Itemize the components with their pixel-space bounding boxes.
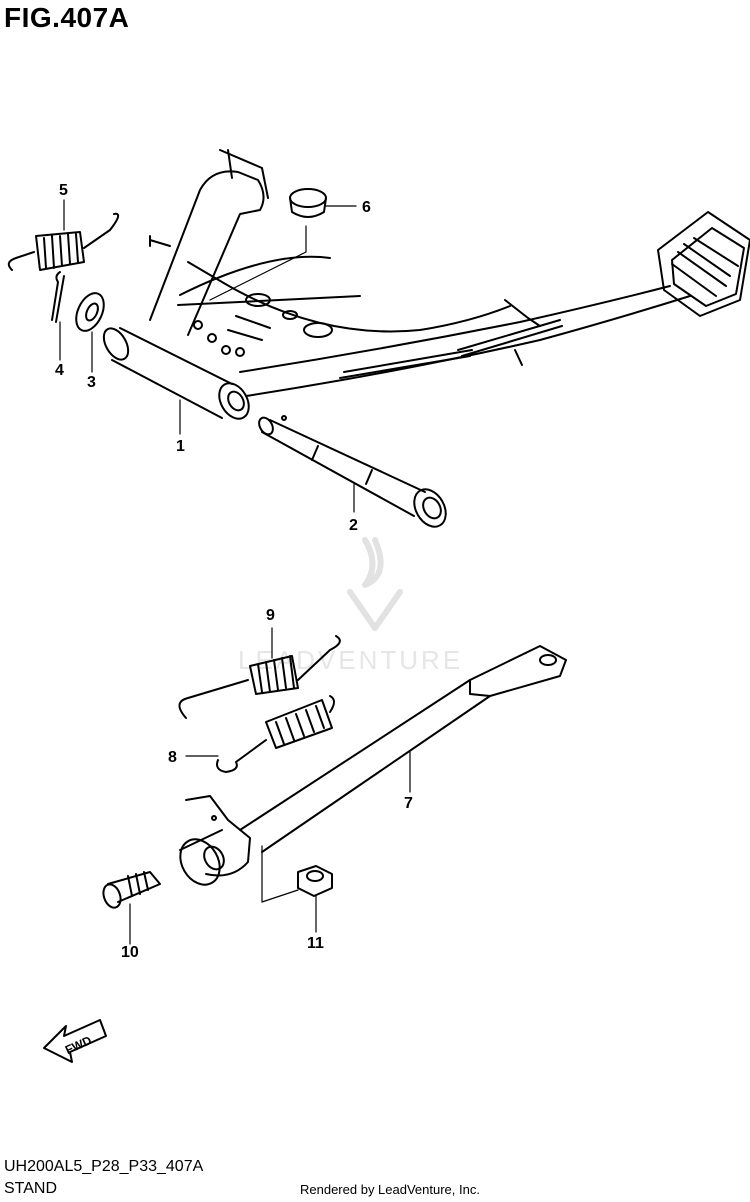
cotter-pin-part bbox=[51, 271, 65, 323]
callout-1: 1 bbox=[176, 438, 185, 455]
callout-2: 2 bbox=[349, 517, 358, 534]
spring-lower-part bbox=[216, 695, 335, 773]
callout-5: 5 bbox=[59, 182, 68, 199]
callout-11: 11 bbox=[307, 935, 324, 952]
fwd-arrow-icon bbox=[43, 1019, 107, 1063]
leader-lines bbox=[59, 199, 411, 945]
callout-labels: 1 2 3 4 5 6 7 8 9 10 11 FWD bbox=[55, 182, 413, 1057]
callout-6: 6 bbox=[362, 199, 371, 216]
figure-code: UH200AL5_P28_P33_407A bbox=[4, 1158, 204, 1175]
fwd-label: FWD bbox=[63, 1033, 94, 1057]
center-stand-part bbox=[102, 149, 750, 420]
side-stand-part bbox=[179, 645, 567, 886]
stand-shaft-part bbox=[258, 415, 447, 528]
spring-middle-part bbox=[178, 635, 341, 719]
figure-title: FIG.407A bbox=[4, 2, 130, 33]
rubber-stopper-part bbox=[289, 188, 327, 218]
pivot-bolt-part bbox=[102, 871, 161, 909]
callout-10: 10 bbox=[121, 944, 139, 961]
nut-part bbox=[297, 865, 333, 897]
watermark-logo bbox=[347, 537, 403, 631]
washer-part bbox=[75, 292, 105, 332]
callout-3: 3 bbox=[87, 374, 96, 391]
callout-4: 4 bbox=[55, 362, 64, 379]
figure-caption: STAND bbox=[4, 1180, 58, 1197]
callout-9: 9 bbox=[266, 607, 275, 624]
spring-upper-part bbox=[7, 212, 120, 271]
callout-8: 8 bbox=[168, 749, 177, 766]
callout-7: 7 bbox=[404, 795, 413, 812]
rendered-credit: Rendered by LeadVenture, Inc. bbox=[300, 1182, 480, 1197]
